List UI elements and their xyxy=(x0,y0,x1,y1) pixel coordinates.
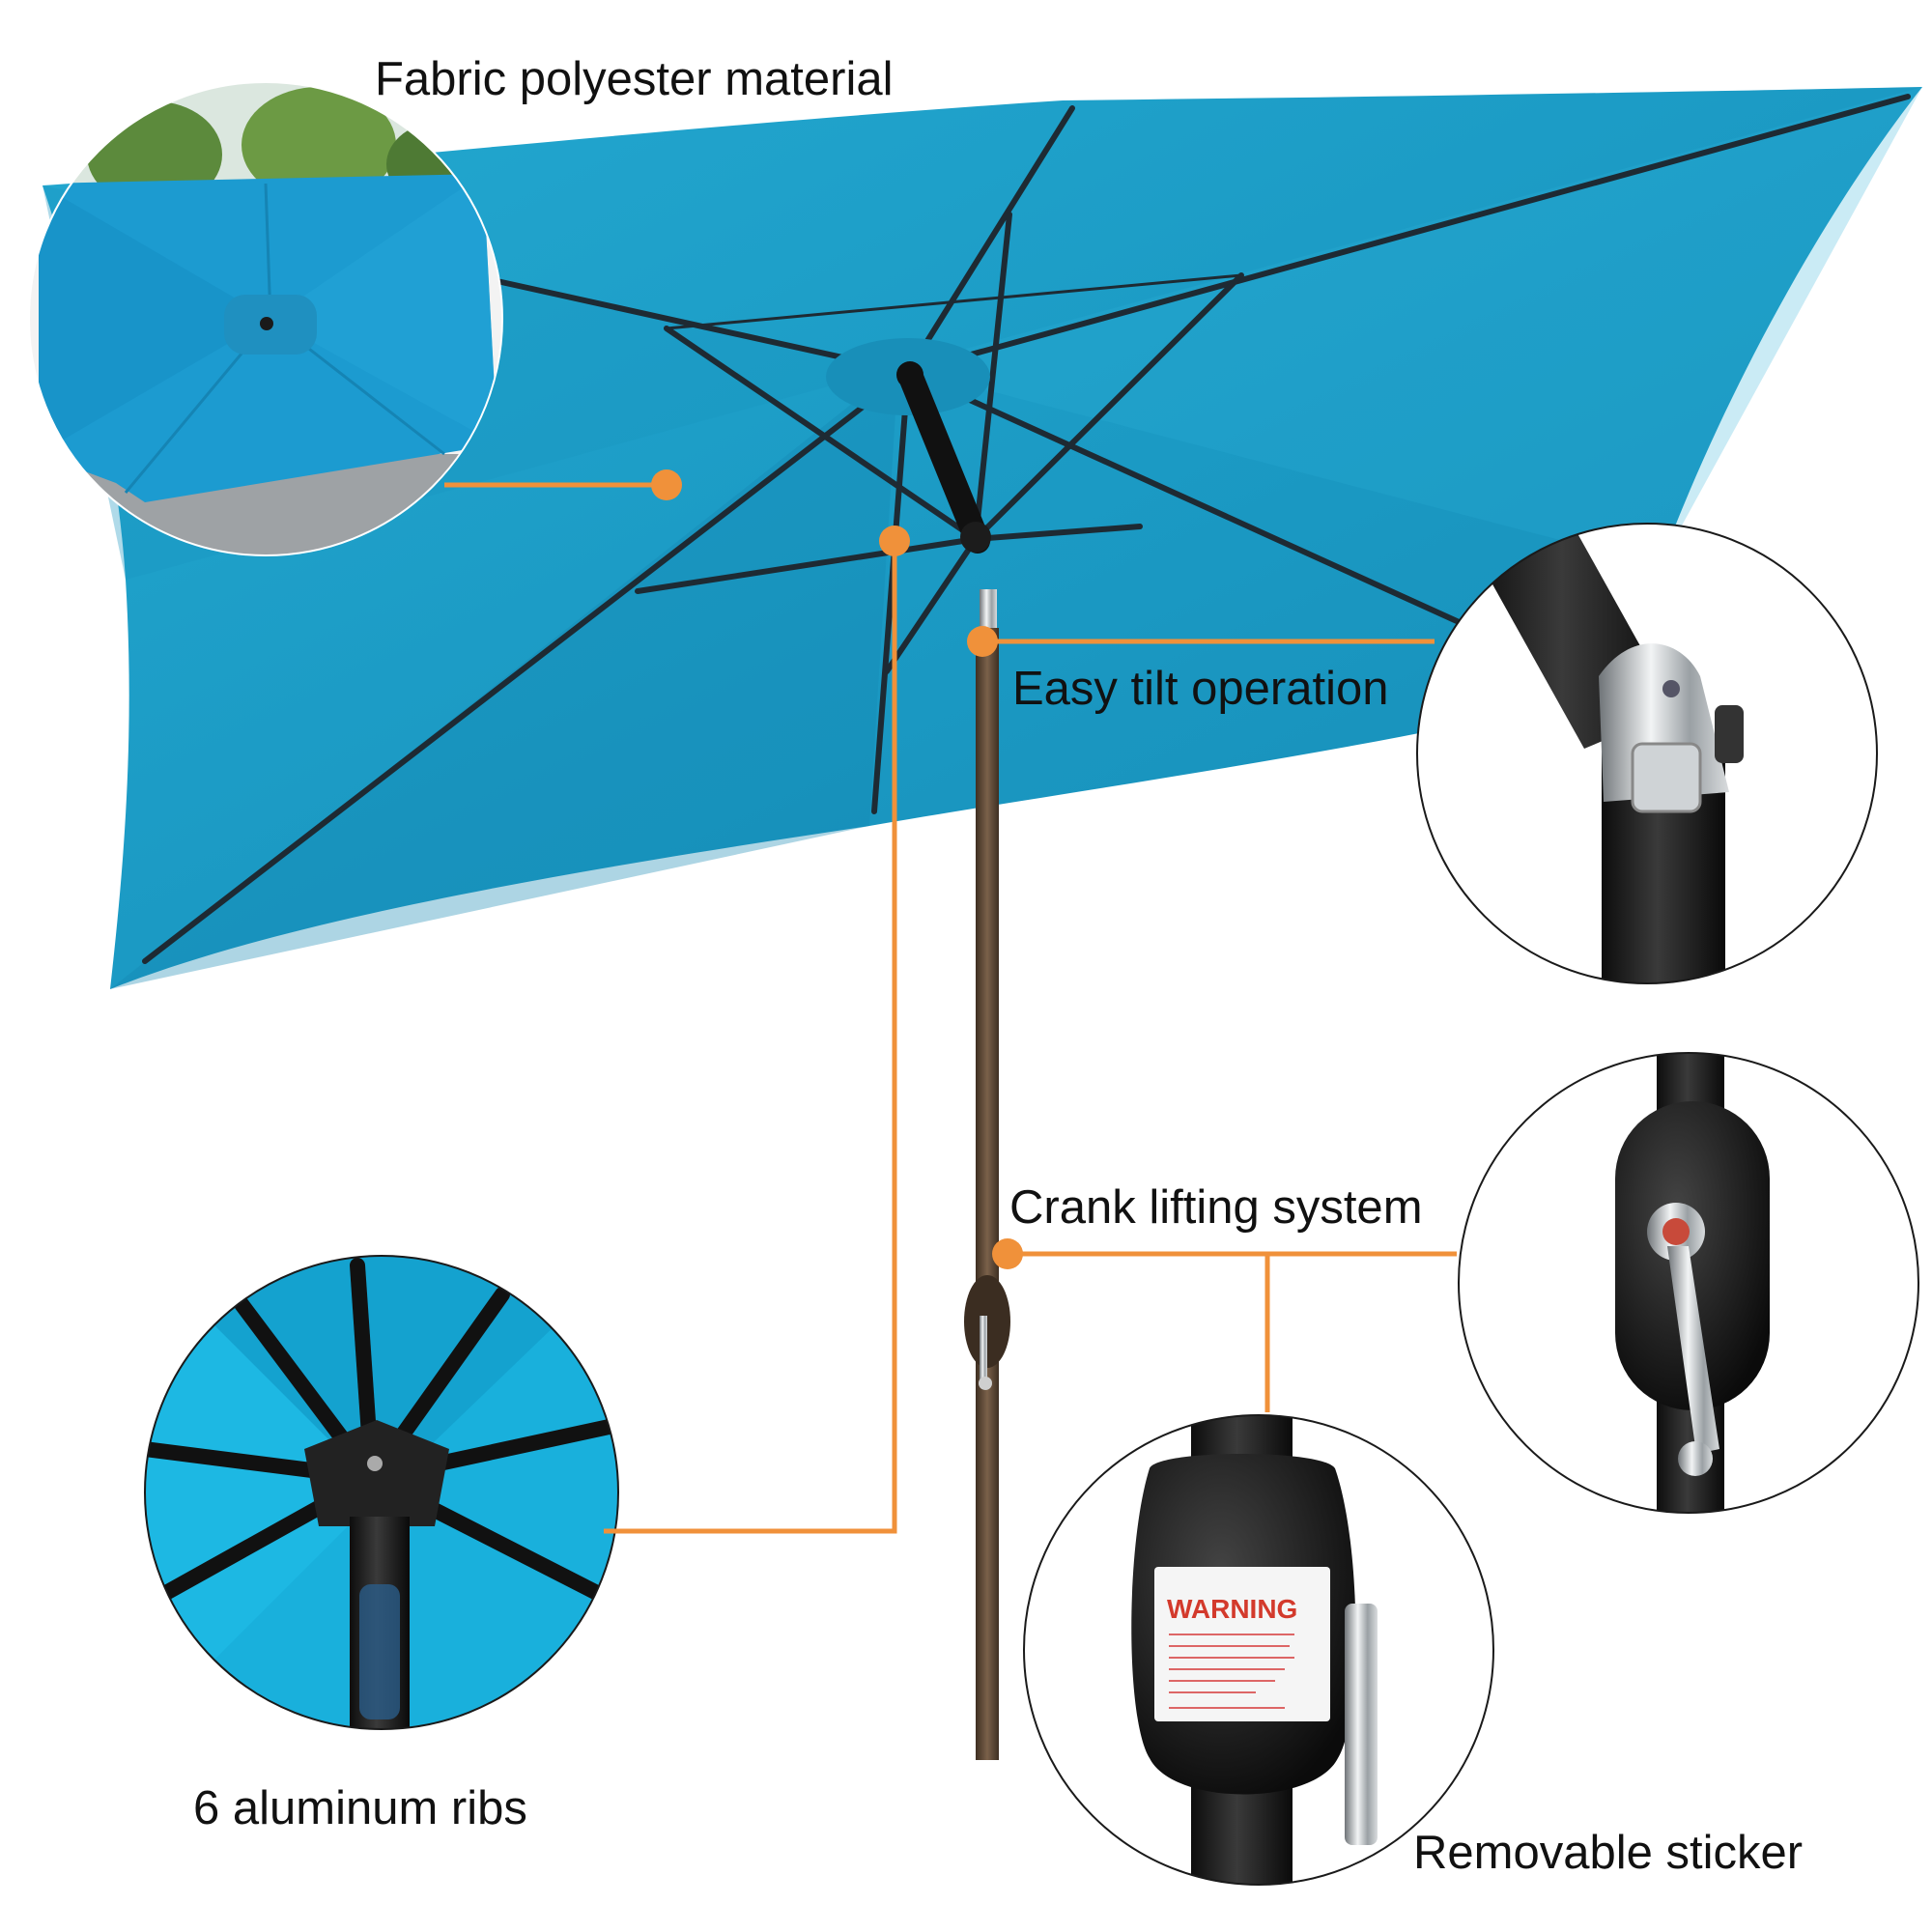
callout-dot-crank xyxy=(992,1238,1023,1269)
callout-dot-tilt xyxy=(967,626,998,657)
fabric-detail-inset xyxy=(28,81,503,556)
label-crank-lifting: Crank lifting system xyxy=(1009,1181,1423,1234)
ribs-detail-inset xyxy=(144,1255,619,1730)
warning-sticker-title: WARNING xyxy=(1167,1594,1297,1624)
warning-sticker-text-lines xyxy=(1169,1634,1294,1709)
sticker-detail-inset: WARNING xyxy=(1023,1414,1494,1886)
tilt-detail-inset xyxy=(1416,523,1878,984)
callout-lines xyxy=(444,482,1457,1534)
crank-detail-inset xyxy=(1458,1052,1919,1514)
umbrella-pole xyxy=(964,628,1010,1760)
callout-dot-ribs xyxy=(879,526,910,556)
callout-dot-fabric xyxy=(651,469,682,500)
umbrella-hub xyxy=(826,338,997,628)
callout-dots xyxy=(651,469,1023,1269)
label-removable-sticker: Removable sticker xyxy=(1413,1827,1804,1879)
label-easy-tilt: Easy tilt operation xyxy=(1012,663,1389,715)
label-fabric-material: Fabric polyester material xyxy=(375,53,894,105)
umbrella-ribs xyxy=(142,94,1911,964)
label-aluminum-ribs: 6 aluminum ribs xyxy=(193,1782,527,1834)
